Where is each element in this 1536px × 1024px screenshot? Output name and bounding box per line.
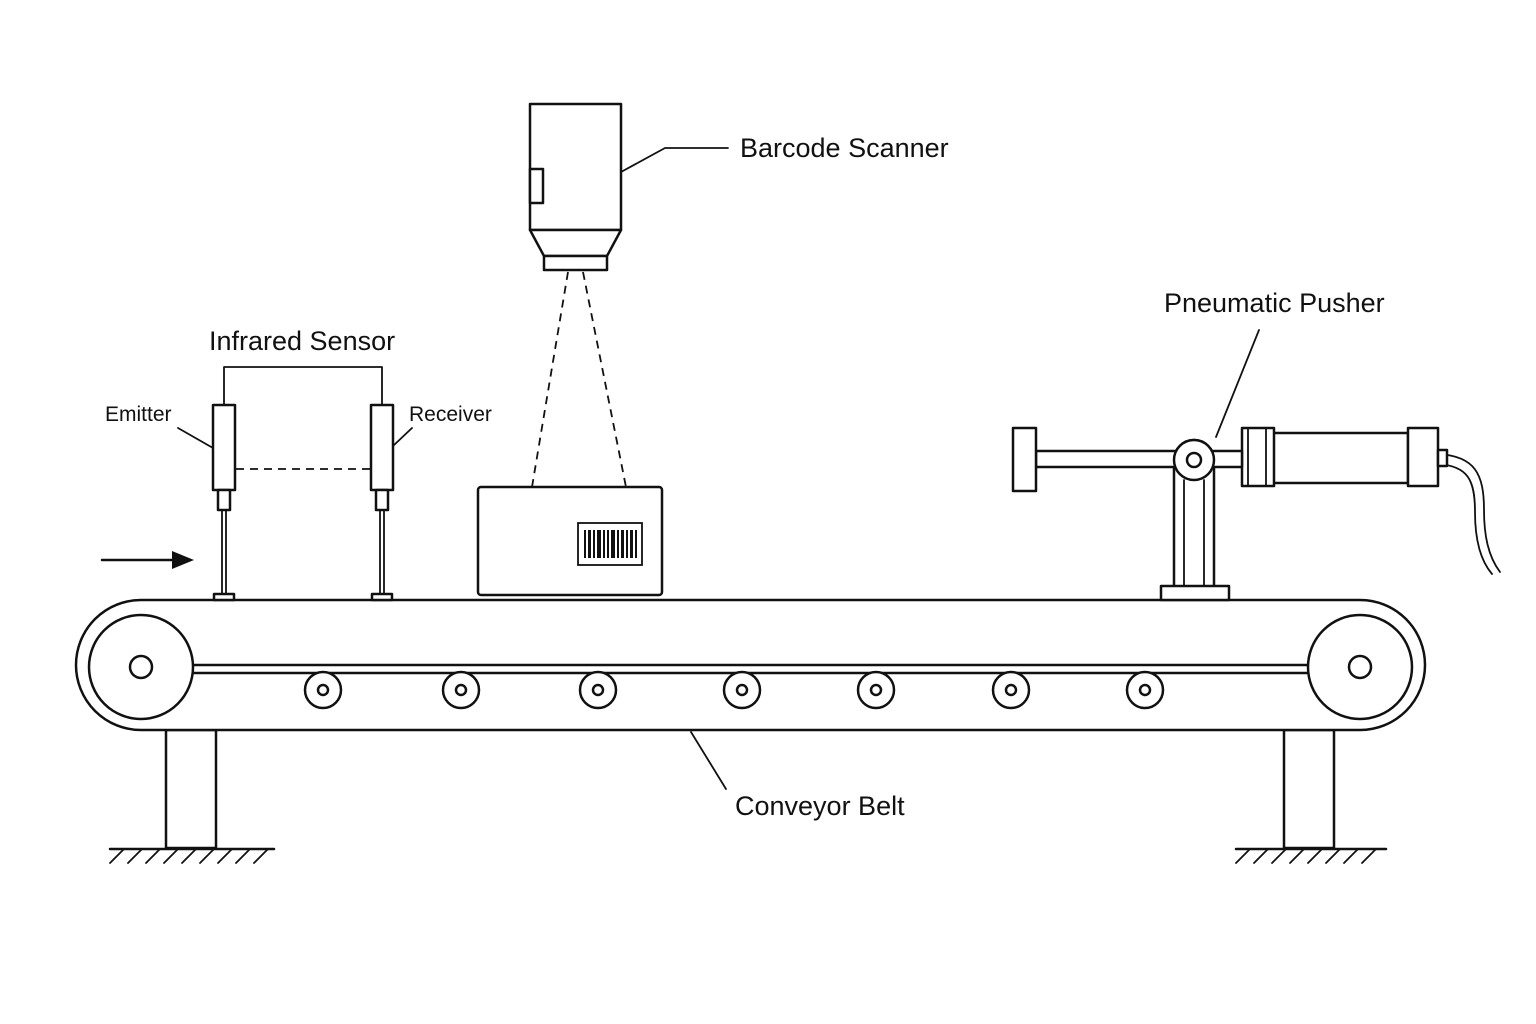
idler-roller-hub	[869, 683, 883, 697]
pneumatic-pusher	[1011, 329, 1501, 602]
right-arrow-icon	[100, 551, 194, 569]
conveyor-leg-right	[1282, 728, 1336, 850]
pivot-pin	[1185, 451, 1203, 469]
scanner-lens	[542, 254, 609, 272]
infrared-sensor	[177, 366, 413, 602]
barcode-scanner	[528, 102, 729, 488]
idler-roller-hub	[316, 683, 330, 697]
barcode-icon	[577, 522, 643, 566]
scanner-side-tab	[528, 167, 545, 205]
pusher-base	[1159, 584, 1231, 602]
idler-roller-hub	[454, 683, 468, 697]
cylinder-front-cap	[1240, 426, 1276, 488]
emitter-leader	[177, 427, 214, 449]
emitter	[211, 403, 237, 602]
label-pneumatic-pusher: Pneumatic Pusher	[1164, 288, 1385, 318]
scanner-leader	[620, 147, 729, 173]
ground-hatch-icon	[1234, 847, 1388, 864]
idler-roller-hub	[1138, 683, 1152, 697]
label-receiver: Receiver	[409, 403, 492, 426]
conveyor-belt	[74, 598, 1427, 850]
idler-rollers	[303, 670, 1165, 710]
pusher-leader	[1215, 329, 1260, 438]
cylinder-rear-cap	[1406, 426, 1440, 488]
package-box	[476, 485, 664, 597]
label-conveyor-belt: Conveyor Belt	[735, 791, 905, 821]
conveyor-leg-left	[164, 728, 218, 850]
package	[476, 485, 664, 597]
scanner-housing	[528, 102, 623, 232]
idler-roller-hub	[591, 683, 605, 697]
scan-beam-right	[582, 271, 627, 488]
ground-hatch-icon	[108, 847, 276, 864]
air-hose	[1437, 453, 1501, 573]
receiver-leader	[392, 427, 413, 447]
label-infrared-sensor: Infrared Sensor	[209, 326, 395, 356]
scanner-nozzle	[528, 228, 623, 258]
conveyor-leader	[690, 731, 727, 790]
hose-fitting	[1436, 448, 1449, 468]
sensor-wiring	[223, 366, 383, 406]
cylinder-body	[1270, 431, 1410, 485]
scan-beam-left	[531, 271, 569, 488]
receiver	[369, 403, 395, 602]
label-barcode-scanner: Barcode Scanner	[740, 133, 949, 163]
air-hose	[1437, 463, 1493, 575]
push-plate	[1011, 426, 1038, 493]
idler-roller-hub	[735, 683, 749, 697]
label-emitter: Emitter	[105, 403, 172, 426]
drum-right-hub	[1347, 654, 1373, 680]
drum-left-hub	[128, 654, 154, 680]
idler-roller-hub	[1004, 683, 1018, 697]
